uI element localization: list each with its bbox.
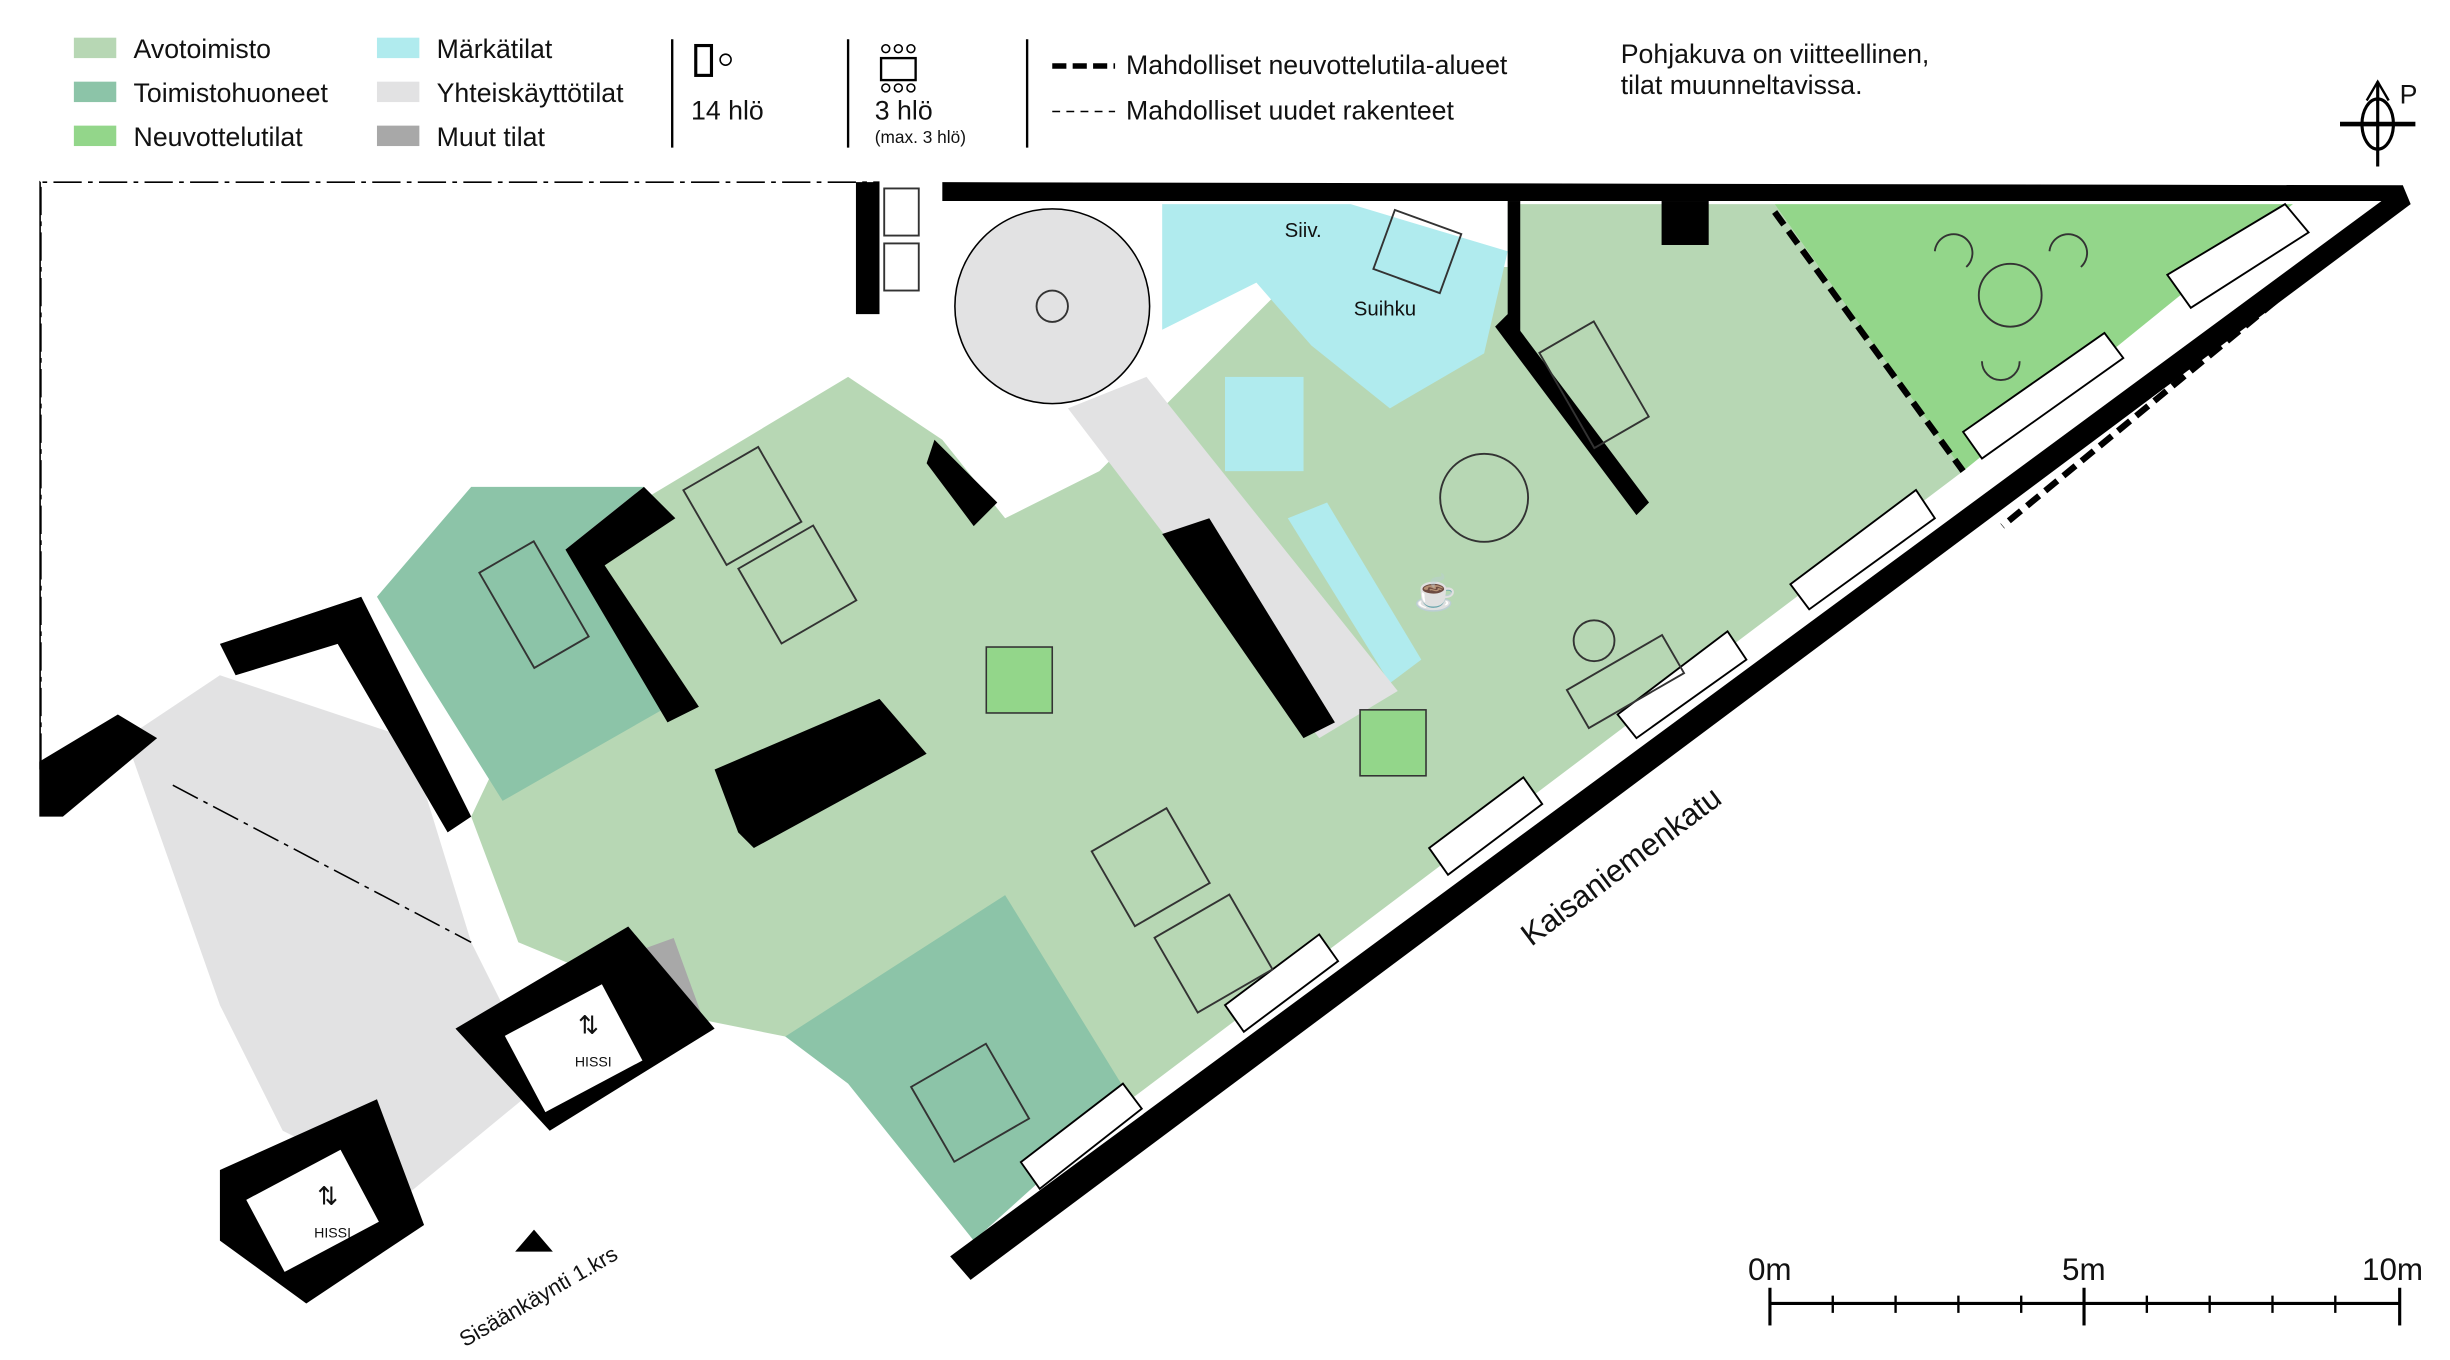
scale-label: 5m — [2062, 1252, 2106, 1287]
desk-icon — [694, 43, 714, 77]
meeting-booth — [1359, 709, 1427, 777]
open-office-area — [471, 204, 1964, 1131]
north-arrow-icon — [2340, 79, 2416, 167]
coffee-icon: ☕ — [1413, 572, 1456, 613]
meeting-table-icon — [879, 43, 917, 93]
north-label: P — [2400, 80, 2418, 110]
scale-label: 10m — [2362, 1252, 2423, 1287]
elevator-arrows-icon: ⇅ — [317, 1183, 338, 1211]
street-label: Kaisaniemenkatu — [1514, 780, 1727, 953]
legend-swatch-toimistohuoneet — [73, 81, 117, 103]
stairwell — [125, 675, 542, 1194]
wc-room — [1225, 376, 1304, 472]
legend-label: Märkätilat — [437, 34, 553, 64]
elevator: ⇅ HISSI — [246, 1149, 379, 1272]
possible-meeting-zone-outline — [2000, 193, 2405, 529]
windows — [1019, 202, 2311, 1191]
room-label-elevator: HISSI — [314, 1225, 351, 1241]
chair-icon — [719, 53, 732, 66]
line-legend-label: Mahdolliset uudet rakenteet — [1126, 95, 1454, 125]
meeting-booth — [985, 646, 1054, 714]
office-room — [376, 486, 668, 801]
possible-meeting-zone-outline — [1772, 210, 1966, 473]
legend-swatch-avotoimisto — [73, 37, 117, 59]
legend-label: Neuvottelutilat — [134, 122, 304, 152]
meeting-area — [1774, 204, 2293, 472]
wet-room — [1162, 204, 1508, 409]
stair-axis — [172, 784, 472, 943]
walls — [39, 180, 2411, 1304]
elevator: ⇅ HISSI — [504, 984, 643, 1113]
line-legend-label: Mahdolliset neuvottelutila-alueet — [1126, 50, 1508, 80]
entrance-arrow-icon — [515, 1229, 553, 1252]
legend-label: Yhteiskäyttötilat — [437, 78, 624, 108]
legend-swatch-yhteiskayttotilat — [376, 81, 420, 103]
elevator-arrows-icon: ⇅ — [578, 1011, 599, 1039]
disclaimer-note: tilat muunneltavissa. — [1621, 70, 1863, 100]
room-label-siiv: Siiv. — [1285, 220, 1322, 242]
legend-swatch-markatilat — [376, 37, 420, 59]
meeting-capacity: 3 hlö — [875, 95, 933, 125]
legend-swatch-muut-tilat — [376, 125, 420, 147]
legend: Avotoimisto Toimistohuoneet Neuvotteluti… — [73, 34, 1930, 152]
legend-label: Avotoimisto — [134, 34, 271, 64]
disclaimer-note: Pohjakuva on viitteellinen, — [1621, 39, 1930, 69]
room-label-suihku: Suihku — [1354, 299, 1416, 321]
scale-label: 0m — [1748, 1252, 1792, 1287]
kitchenette — [1287, 502, 1422, 684]
spiral-stair — [954, 208, 1151, 405]
scale-bar: 0m 5m 10m — [1748, 1252, 2423, 1326]
room-label-elevator: HISSI — [575, 1053, 612, 1069]
legend-swatch-neuvottelutilat — [73, 125, 117, 147]
entrance-label: Sisäänkäynti 1.krs — [455, 1241, 622, 1352]
legend-label: Toimistohuoneet — [134, 78, 329, 108]
desk-capacity: 14 hlö — [691, 95, 764, 125]
legend-label: Muut tilat — [437, 122, 546, 152]
meeting-capacity-note: (max. 3 hlö) — [875, 127, 966, 147]
furniture — [478, 187, 2088, 1164]
